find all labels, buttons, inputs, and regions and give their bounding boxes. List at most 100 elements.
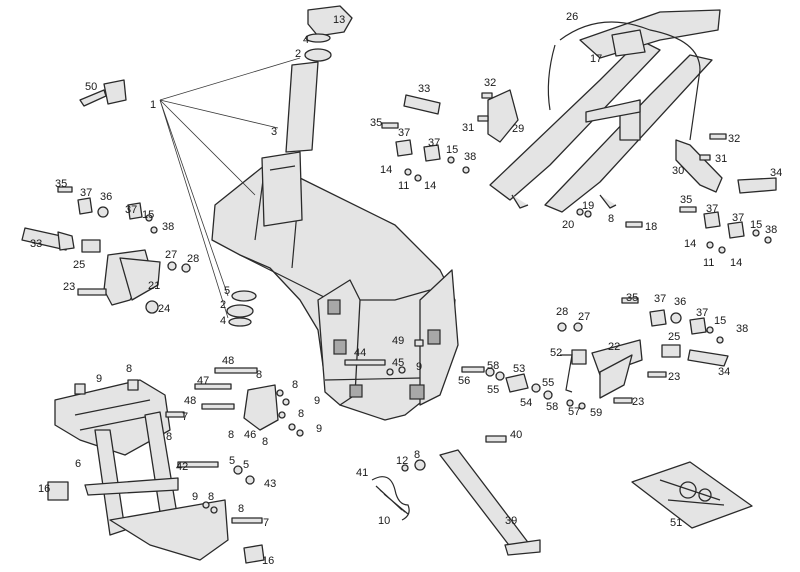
callout-label: 37 — [125, 204, 137, 216]
callout-label: 45 — [392, 357, 404, 369]
callout-label: 8 — [414, 449, 420, 461]
callout-label: 9 — [314, 395, 320, 407]
callout-label: 58 — [487, 360, 499, 372]
callout-label: 36 — [100, 191, 112, 203]
callout-label: 20 — [562, 219, 574, 231]
callout-label: 25 — [668, 331, 680, 343]
left-footpeg-assembly — [21, 186, 191, 314]
callout-label: 27 — [578, 311, 590, 323]
callout-label: 55 — [542, 377, 554, 389]
callout-label: 28 — [187, 253, 199, 265]
callout-label: 8 — [256, 369, 262, 381]
callout-label: 50 — [85, 81, 97, 93]
callout-label: 48 — [222, 355, 234, 367]
callout-label: 37 — [706, 203, 718, 215]
callout-label: 1 — [150, 99, 156, 111]
callout-label: 35 — [370, 117, 382, 129]
callout-label: 8 — [262, 436, 268, 448]
callout-label: 42 — [176, 461, 188, 473]
callout-label: 38 — [736, 323, 748, 335]
callout-label: 55 — [487, 384, 499, 396]
callout-label: 4 — [220, 315, 226, 327]
callout-label: 2 — [295, 48, 301, 60]
callout-label: 6 — [75, 458, 81, 470]
callout-label: 19 — [582, 200, 594, 212]
callout-label: 57 — [568, 406, 580, 418]
callout-label: 37 — [696, 307, 708, 319]
callout-label: 29 — [512, 123, 524, 135]
callout-label: 44 — [354, 347, 366, 359]
callout-label: 39 — [505, 515, 517, 527]
callout-label: 30 — [672, 165, 684, 177]
callout-label: 17 — [590, 53, 602, 65]
callout-label: 25 — [73, 259, 85, 271]
callout-label: 33 — [418, 83, 430, 95]
callout-label: 8 — [608, 213, 614, 225]
front-cradle-part — [47, 379, 265, 564]
callout-label: 21 — [148, 280, 160, 292]
callout-label: 14 — [730, 257, 742, 269]
rear-subframe-part — [489, 9, 721, 213]
callout-label: 51 — [670, 517, 682, 529]
callout-label: 15 — [446, 144, 458, 156]
callout-label: 8 — [166, 431, 172, 443]
callout-label: 9 — [192, 491, 198, 503]
callout-label: 9 — [416, 361, 422, 373]
callout-label: 23 — [668, 371, 680, 383]
callout-label: 15 — [714, 315, 726, 327]
callout-label: 18 — [645, 221, 657, 233]
callout-label: 35 — [626, 292, 638, 304]
callout-label: 37 — [398, 127, 410, 139]
callout-label: 36 — [674, 296, 686, 308]
main-frame-part — [211, 151, 459, 421]
callout-label: 14 — [380, 164, 392, 176]
callout-label: 4 — [303, 34, 309, 46]
callout-label: 5 — [243, 459, 249, 471]
callout-label: 22 — [608, 341, 620, 353]
callout-label: 26 — [566, 11, 578, 23]
callout-label: 2 — [220, 299, 226, 311]
side-stand-part — [371, 435, 541, 556]
callout-label: 13 — [333, 14, 345, 26]
right-upper-footpeg-assembly — [576, 133, 777, 254]
callout-label: 8 — [292, 379, 298, 391]
center-fasteners — [177, 339, 424, 485]
callout-label: 12 — [396, 455, 408, 467]
callout-label: 34 — [770, 167, 782, 179]
callout-label: 38 — [765, 224, 777, 236]
callout-label: 35 — [55, 178, 67, 190]
callout-label: 40 — [510, 429, 522, 441]
callout-label: 9 — [316, 423, 322, 435]
callout-label: 34 — [718, 366, 730, 378]
callout-labels: 13 4 2 3 1 50 5 2 4 35 37 36 37 15 38 33… — [30, 11, 782, 567]
callout-label: 8 — [208, 491, 214, 503]
callout-label: 38 — [162, 221, 174, 233]
pivot-parts — [461, 366, 586, 410]
callout-label: 15 — [750, 219, 762, 231]
callout-label: 46 — [244, 429, 256, 441]
callout-label: 5 — [229, 455, 235, 467]
callout-label: 14 — [684, 238, 696, 250]
callout-label: 53 — [513, 363, 525, 375]
callout-label: 16 — [262, 555, 274, 567]
callout-label: 27 — [165, 249, 177, 261]
callout-label: 11 — [703, 257, 714, 269]
callout-label: 47 — [197, 375, 209, 387]
tool-kit-part — [631, 461, 753, 529]
callout-label: 58 — [546, 401, 558, 413]
callout-label: 23 — [632, 396, 644, 408]
callout-label: 59 — [590, 407, 602, 419]
callout-label: 43 — [264, 478, 276, 490]
callout-label: 52 — [550, 347, 562, 359]
callout-label: 37 — [428, 137, 440, 149]
callout-label: 31 — [715, 153, 727, 165]
callout-label: 7 — [263, 517, 269, 529]
callout-label: 38 — [464, 151, 476, 163]
callout-label: 7 — [182, 411, 188, 423]
callout-label: 16 — [38, 483, 50, 495]
center-footpeg-assembly — [381, 89, 519, 182]
callout-label: 48 — [184, 395, 196, 407]
callout-label: 56 — [458, 375, 470, 387]
steering-bearing-parts — [159, 5, 353, 327]
